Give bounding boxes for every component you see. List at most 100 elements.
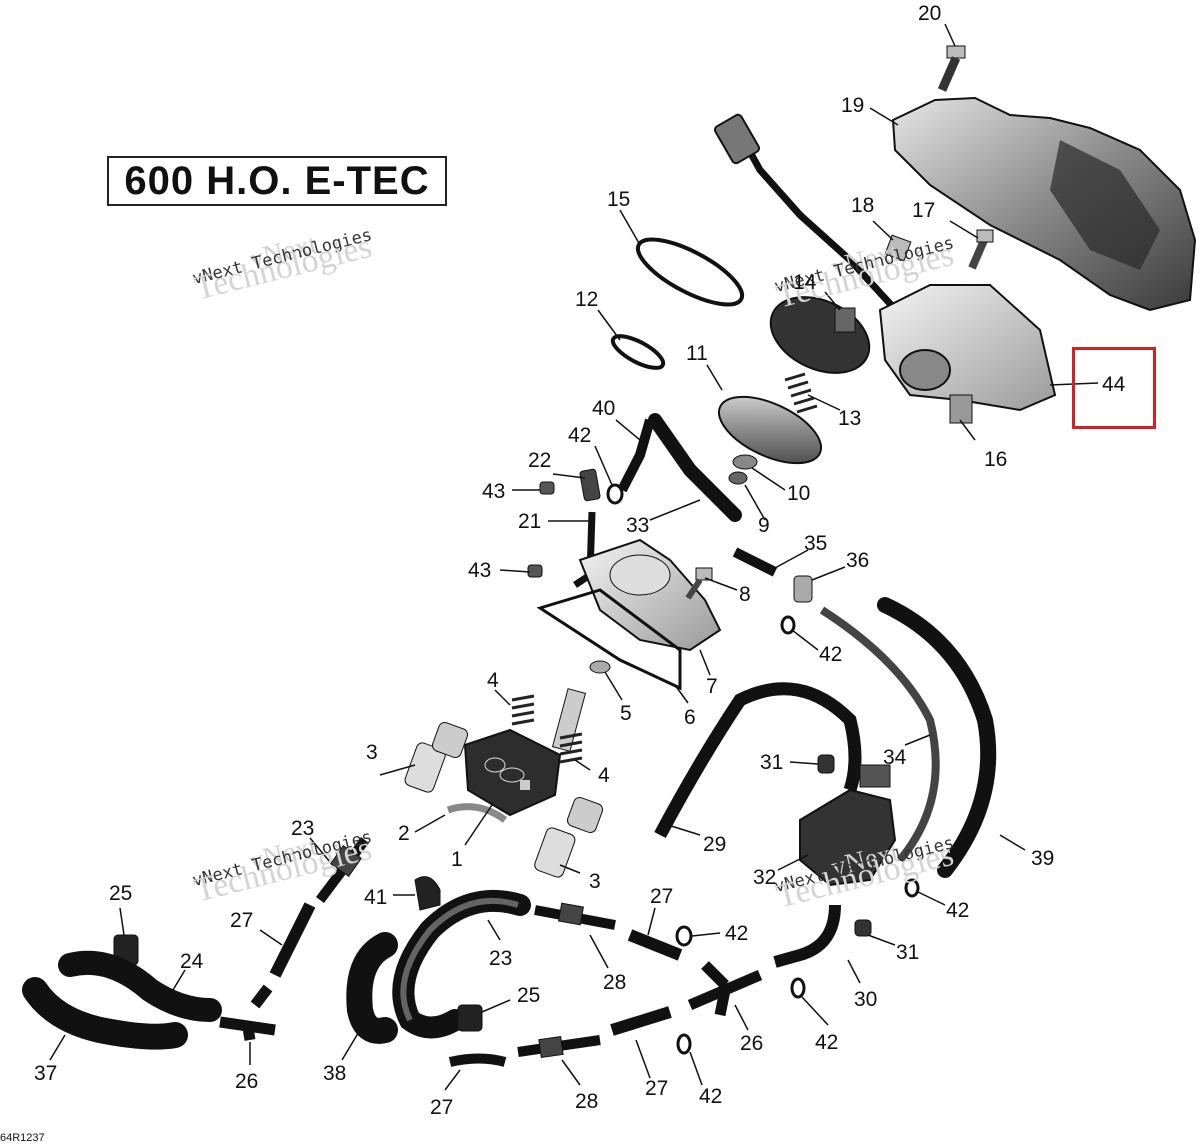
callout-25[interactable]: 25 [517, 984, 541, 1007]
spring-part-4 [511, 694, 583, 764]
callout-28b[interactable]: 28 [575, 1090, 599, 1113]
fitting-part-3b [534, 796, 604, 878]
seal-part-2 [446, 803, 508, 823]
callout-15[interactable]: 15 [607, 188, 631, 211]
cap-part-14 [769, 296, 871, 374]
callout-29[interactable]: 29 [703, 833, 727, 856]
hose-part-27d [269, 902, 316, 978]
callout-18[interactable]: 18 [851, 194, 875, 217]
callout-6[interactable]: 6 [684, 706, 696, 729]
callout-26b[interactable]: 26 [235, 1070, 259, 1093]
solenoid-part-32 [799, 764, 897, 887]
callout-8[interactable]: 8 [739, 583, 751, 606]
callout-44[interactable]: 44 [1102, 373, 1126, 396]
callout-42e[interactable]: 42 [725, 922, 749, 945]
hose-part-27 [627, 929, 683, 961]
callout-5[interactable]: 5 [620, 702, 632, 725]
cap-part-31 [817, 754, 835, 774]
callout-37[interactable]: 37 [34, 1062, 58, 1085]
callout-31[interactable]: 31 [760, 751, 784, 774]
cap-part-31b [854, 919, 872, 937]
callout-24[interactable]: 24 [180, 950, 204, 973]
callout-38[interactable]: 38 [323, 1062, 347, 1085]
clamp-part-42b [780, 615, 796, 635]
callout-11[interactable]: 11 [686, 342, 708, 365]
callout-25b[interactable]: 25 [109, 882, 133, 905]
clip-part-41 [414, 876, 441, 911]
gasket-part-6 [536, 588, 682, 691]
callout-4b[interactable]: 4 [598, 764, 610, 787]
bolt-part-20 [937, 45, 966, 92]
clamp-part-42e [675, 925, 693, 947]
tee-part-26 [687, 961, 763, 1017]
callout-42c[interactable]: 42 [946, 899, 970, 922]
callout-17[interactable]: 17 [912, 199, 936, 222]
model-title-box: 600 H.O. E-TEC [107, 156, 447, 206]
clamp-part-25 [457, 1004, 483, 1032]
callout-23[interactable]: 23 [489, 947, 513, 970]
callout-42b[interactable]: 42 [819, 643, 843, 666]
callout-1[interactable]: 1 [451, 848, 463, 871]
callout-33[interactable]: 33 [626, 514, 650, 537]
bolt-part-18 [884, 234, 912, 262]
callout-20[interactable]: 20 [918, 2, 942, 25]
callout-42f[interactable]: 42 [699, 1085, 723, 1108]
callout-41[interactable]: 41 [364, 886, 388, 909]
hose-part-27b [610, 1006, 672, 1036]
bolt-part-17 [968, 229, 994, 270]
leader-lines [49, 23, 1099, 1091]
callout-31b[interactable]: 31 [896, 941, 920, 964]
valve-part-22 [579, 468, 601, 502]
housing-part-16 [878, 284, 1057, 424]
nut-part-9 [728, 471, 748, 485]
model-title: 600 H.O. E-TEC [124, 158, 430, 203]
callout-19[interactable]: 19 [841, 94, 865, 117]
cover-part-19 [891, 96, 1197, 312]
callout-10[interactable]: 10 [787, 482, 811, 505]
clamp-part-42c [904, 878, 920, 898]
hose-part-27c [448, 1053, 507, 1067]
callout-7[interactable]: 7 [706, 675, 718, 698]
part-44-highlight [1072, 347, 1156, 429]
callout-27b[interactable]: 27 [645, 1077, 669, 1100]
callout-30[interactable]: 30 [854, 988, 878, 1011]
callout-26[interactable]: 26 [740, 1032, 764, 1055]
elbow-part-36 [793, 575, 813, 603]
callout-43b[interactable]: 43 [468, 559, 492, 582]
hose-part-38 [346, 932, 398, 1044]
oring-part-15 [635, 237, 745, 307]
callout-40[interactable]: 40 [592, 397, 616, 420]
hose-part-35 [732, 547, 778, 577]
callout-21[interactable]: 21 [518, 510, 542, 533]
callout-22[interactable]: 22 [528, 449, 552, 472]
oring-part-12 [610, 334, 666, 370]
callout-42[interactable]: 42 [568, 424, 592, 447]
callout-4[interactable]: 4 [487, 669, 499, 692]
callout-36[interactable]: 36 [846, 549, 870, 572]
callout-27d[interactable]: 27 [230, 909, 254, 932]
callout-27[interactable]: 27 [650, 885, 674, 908]
callout-34[interactable]: 34 [883, 746, 907, 769]
callout-32[interactable]: 32 [753, 866, 777, 889]
callout-3[interactable]: 3 [366, 741, 378, 764]
callout-13[interactable]: 13 [838, 407, 862, 430]
callout-39[interactable]: 39 [1031, 847, 1055, 870]
callout-14[interactable]: 14 [793, 271, 817, 294]
callout-3b[interactable]: 3 [589, 870, 601, 893]
valve-part-23b [316, 837, 369, 903]
callout-9[interactable]: 9 [758, 514, 770, 537]
callout-16[interactable]: 16 [984, 448, 1008, 471]
callout-27c[interactable]: 27 [430, 1096, 454, 1119]
callout-2[interactable]: 2 [398, 822, 410, 845]
callout-43[interactable]: 43 [482, 480, 506, 503]
callout-12[interactable]: 12 [575, 288, 599, 311]
clamp-part-42f [676, 1033, 692, 1055]
callout-35[interactable]: 35 [804, 532, 828, 555]
callout-42d[interactable]: 42 [815, 1031, 839, 1054]
callout-23b[interactable]: 23 [291, 817, 315, 840]
callout-28[interactable]: 28 [603, 971, 627, 994]
screw-part-8 [685, 567, 713, 600]
tee-part-26b [219, 984, 276, 1041]
sensor-cable [713, 113, 908, 323]
